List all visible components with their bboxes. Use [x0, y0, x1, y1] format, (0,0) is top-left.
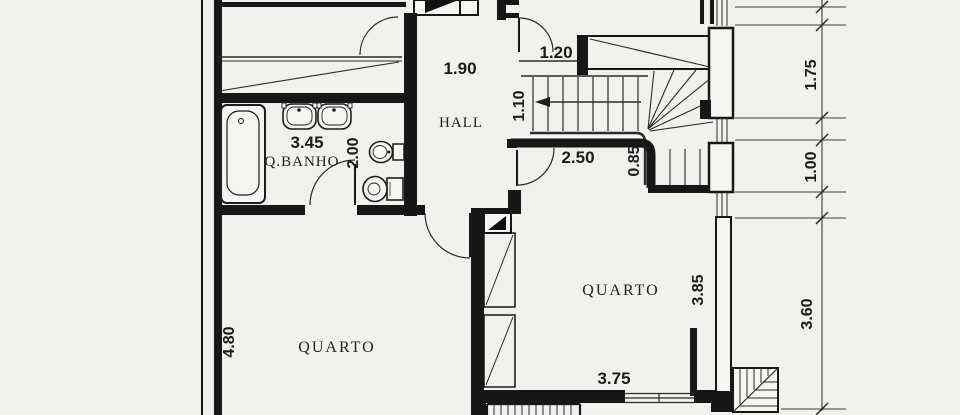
- dim-stair-winder: 0.85: [626, 145, 643, 176]
- top-wall: [214, 2, 406, 7]
- wall-stub-se: [690, 328, 697, 396]
- door-arc-top-room: [359, 16, 399, 56]
- bathtub: [220, 104, 266, 204]
- duct-shaft-bedroom: [483, 212, 512, 234]
- sink-right: [316, 102, 353, 130]
- wall-bathroom-bottom-left: [214, 205, 305, 215]
- exterior-stair-corner: [732, 367, 779, 413]
- wall-bathroom-bottom-right: [357, 205, 425, 215]
- dim-stair-run: 2.50: [561, 148, 594, 167]
- staircase: [507, 35, 715, 193]
- duct-shaft-top: [413, 0, 479, 16]
- bedroom-right-partitions: [471, 190, 521, 395]
- door-bedroom-left: [424, 212, 471, 259]
- dim-facade-middle: 1.00: [803, 151, 820, 182]
- dim-facade-top: 1.75: [803, 59, 820, 90]
- right-facade: [700, 0, 735, 393]
- wall-stair-lower: [648, 185, 715, 193]
- wardrobe-bedroom-right-upper: [483, 232, 516, 308]
- dim-stair-flight-width: 1.10: [511, 90, 528, 121]
- wall-hall-left: [404, 13, 417, 216]
- sink-left: [281, 102, 318, 130]
- toilet: [362, 175, 404, 203]
- dim-facade-bottom: 3.60: [799, 298, 816, 329]
- label-hall: HALL: [439, 115, 483, 131]
- exterior-stair-bottom: [485, 402, 582, 415]
- bidet: [368, 140, 405, 164]
- dim-bedroom-right-width: 3.75: [597, 369, 630, 388]
- stair-direction-arrow: [535, 97, 550, 107]
- door-stair-entry: [518, 17, 577, 62]
- dim-bathroom-width: 3.45: [290, 133, 323, 152]
- door-bedroom-right: [516, 147, 555, 186]
- door-bathroom: [309, 159, 356, 206]
- wall-door-jamb-top: [497, 0, 519, 20]
- dim-hall-width: 1.90: [443, 59, 476, 78]
- dim-stair-entry: 1.20: [539, 43, 572, 62]
- bottom-wall: [471, 390, 733, 415]
- wall-bathroom-top: [214, 93, 407, 103]
- dim-bedroom-left-depth: 4.80: [221, 326, 238, 357]
- wardrobe-bedroom-right-lower: [483, 314, 516, 388]
- dimension-string-right: [735, 0, 846, 415]
- dim-bathroom-depth: 2.00: [345, 137, 362, 168]
- label-bathroom: Q.BANHO: [265, 154, 340, 170]
- dim-bedroom-right-depth: 3.85: [690, 274, 707, 305]
- label-bedroom-right: QUARTO: [582, 282, 659, 299]
- label-bedroom-left: QUARTO: [298, 339, 375, 356]
- wardrobe-top-left: [217, 56, 402, 92]
